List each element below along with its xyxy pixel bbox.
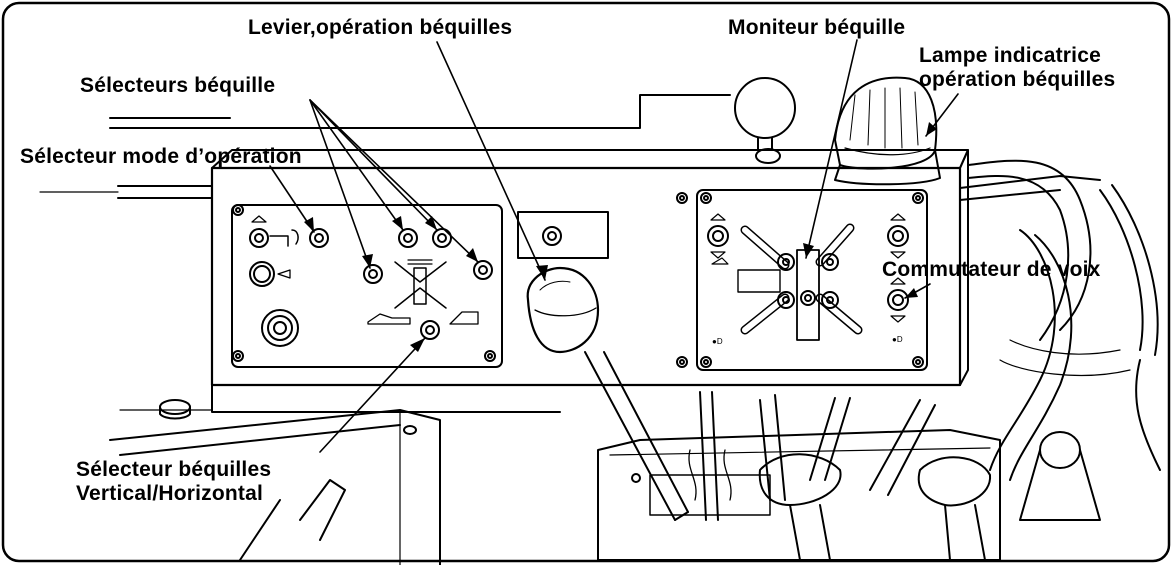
svg-text:●D: ●D — [712, 337, 723, 346]
label-vh-selector-line2: Vertical/Horizontal — [76, 482, 271, 506]
label-lever-operation: Levier,opération béquilles — [248, 16, 512, 40]
lever-block — [598, 392, 1000, 560]
leader-lines — [270, 40, 958, 452]
label-vh-selector-line1: Sélecteur béquilles — [76, 458, 271, 482]
left-control-panel — [232, 205, 502, 367]
label-mode-selector: Sélecteur mode d’opération — [20, 145, 302, 169]
label-vh-selector: Sélecteur béquilles Vertical/Horizontal — [76, 458, 271, 506]
operation-lever — [528, 268, 688, 520]
label-indicator-lamp-line1: Lampe indicatrice — [919, 44, 1115, 68]
label-indicator-lamp-line2: opération béquilles — [919, 68, 1115, 92]
label-outrigger-monitor: Moniteur béquille — [728, 16, 905, 40]
label-voice-switch: Commutateur de voix — [882, 258, 1101, 282]
svg-text:●D: ●D — [892, 335, 903, 344]
center-switch-box — [518, 193, 687, 367]
label-indicator-lamp: Lampe indicatrice opération béquilles — [919, 44, 1115, 92]
label-outrigger-selectors: Sélecteurs béquille — [80, 74, 275, 98]
